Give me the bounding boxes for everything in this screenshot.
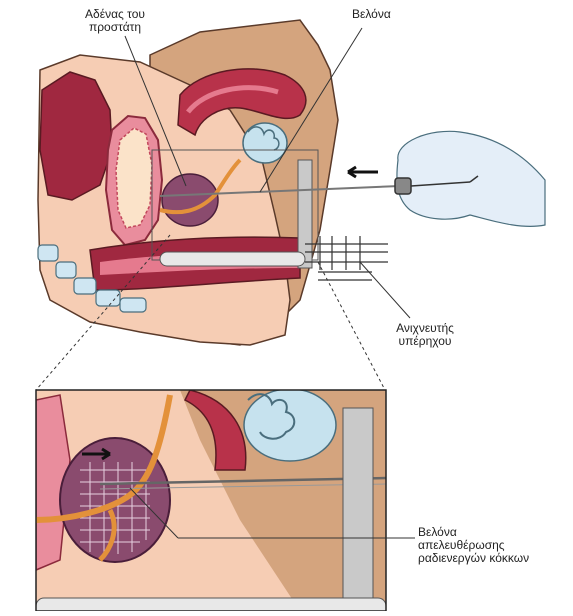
zoom-inset [36, 389, 415, 611]
probe-handle [305, 236, 388, 280]
inset-probe [36, 598, 386, 611]
label-seed-needle: Βελόνα απελευθέρωσης ραδιενεργών κόκκων [418, 526, 529, 565]
colon [40, 72, 112, 200]
ultrasound-probe [160, 252, 305, 266]
label-needle: Βελόνα [352, 8, 391, 21]
label-ultrasound-probe: Ανιχνευτής υπέρηχου [380, 322, 470, 348]
probe-leader-line [360, 262, 410, 318]
inset-seminal-vesicle [244, 389, 336, 461]
inset-template-plate [343, 408, 373, 611]
insert-arrow-icon [348, 167, 378, 177]
zoom-line-right [318, 262, 385, 390]
label-prostate: Αδένας του προστάτη [60, 8, 170, 34]
seminal-vesicle [243, 123, 287, 163]
bladder-inner [116, 128, 152, 228]
glove-hand [397, 131, 545, 226]
